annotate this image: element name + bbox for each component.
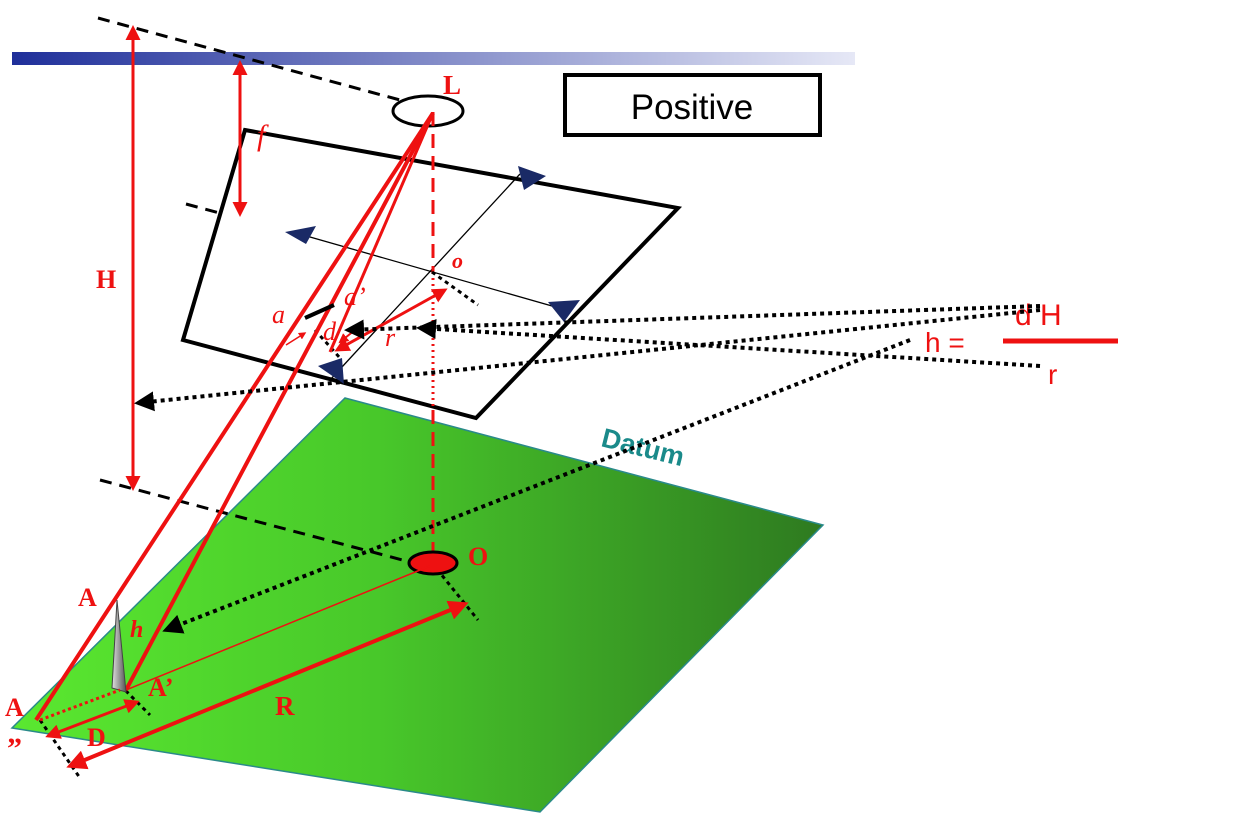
radial-distance-R-arrow [66, 600, 469, 770]
label-L: L [443, 70, 461, 100]
title-banner-bar [12, 52, 855, 65]
label-O: O [468, 542, 488, 571]
label-o: o [452, 248, 463, 273]
fiducial-marks [285, 166, 580, 384]
label-R: R [275, 691, 295, 721]
formula-pointer-arrows [134, 304, 1041, 634]
label-A-double-prime: A [5, 693, 24, 722]
small-pointer [285, 332, 307, 346]
positive-label-box [563, 73, 822, 137]
label-A: A [78, 583, 97, 612]
positive-photo-frame [180, 127, 683, 421]
label-H: H [96, 265, 116, 294]
formula-lhs: h = [925, 327, 965, 358]
label-D: D [87, 723, 106, 752]
label-a-prime: a’ [344, 282, 366, 311]
label-d: d [323, 317, 337, 346]
label-A-prime: A’ [148, 673, 174, 702]
nadir-point-O [407, 550, 459, 576]
formula-denominator: r [1048, 359, 1057, 390]
image-displacement-segment [304, 303, 335, 320]
formula-numerator: d H [1015, 299, 1062, 332]
datum-label: Datum [599, 423, 688, 472]
label-a: a [272, 300, 285, 329]
label-double-prime-mark: ” [7, 732, 22, 765]
label-h: h [130, 617, 143, 643]
positive-label: Positive [631, 88, 754, 127]
